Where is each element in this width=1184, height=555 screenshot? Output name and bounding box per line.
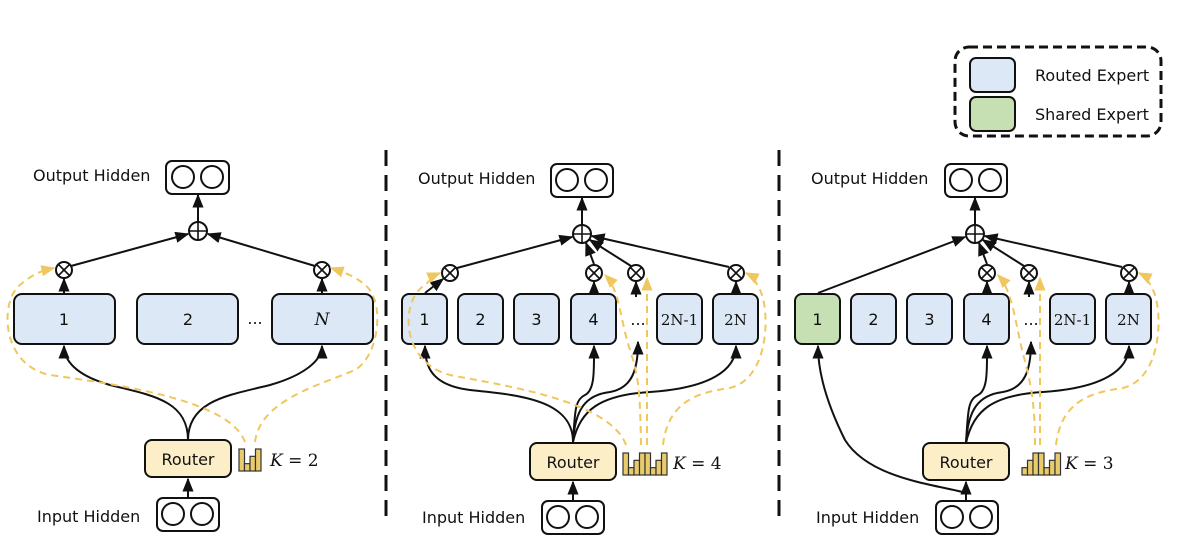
expert-box: 2 bbox=[136, 293, 239, 345]
output-hidden-label: Output Hidden bbox=[418, 169, 535, 188]
multiply-node bbox=[55, 261, 73, 279]
score-bar bbox=[1026, 459, 1034, 476]
score-bar bbox=[660, 452, 668, 476]
sum-node bbox=[965, 224, 985, 244]
router-label: Router bbox=[546, 453, 599, 472]
expert-label: 2 bbox=[475, 310, 485, 329]
ellipsis: ... bbox=[630, 310, 645, 329]
expert-label: 2N bbox=[1117, 311, 1140, 329]
expert-label: N bbox=[314, 310, 331, 330]
expert-label: 3 bbox=[924, 310, 934, 329]
panel-a: Output Hidden 1 bbox=[6, 160, 379, 532]
score-bar bbox=[254, 448, 262, 472]
output-hidden-label: Output Hidden bbox=[33, 166, 150, 185]
multiply-node bbox=[585, 264, 603, 282]
multiply-node bbox=[727, 264, 745, 282]
ellipsis: ... bbox=[1023, 310, 1038, 329]
router-box: Router bbox=[144, 439, 232, 478]
score-bar bbox=[655, 459, 663, 476]
score-bar bbox=[1043, 467, 1051, 476]
input-hidden-label: Input Hidden bbox=[816, 508, 919, 527]
score-bar bbox=[243, 463, 251, 472]
output-hidden-vector bbox=[550, 163, 614, 198]
expert-label: 3 bbox=[531, 310, 541, 329]
k-label: K = 4 bbox=[672, 454, 722, 474]
score-bar bbox=[638, 452, 646, 476]
panel-c: Output Hidden 1 2 3 4 2N-1 2N ... bbox=[794, 163, 1160, 535]
k-label: K = 3 bbox=[1064, 454, 1114, 474]
score-bar bbox=[1037, 452, 1045, 476]
input-hidden-vector bbox=[541, 500, 605, 535]
score-bar bbox=[249, 455, 257, 472]
legend-swatch-shared bbox=[969, 96, 1016, 132]
expert-label: 2 bbox=[183, 310, 193, 329]
expert-label: 4 bbox=[981, 310, 991, 329]
output-hidden-label: Output Hidden bbox=[811, 169, 928, 188]
expert-box: 2 bbox=[850, 293, 897, 345]
input-hidden-label: Input Hidden bbox=[422, 508, 525, 527]
output-hidden-vector bbox=[944, 163, 1008, 198]
legend-border bbox=[953, 45, 1163, 138]
score-bar bbox=[622, 452, 630, 476]
multiply-node bbox=[978, 264, 996, 282]
expert-box: 3 bbox=[906, 293, 953, 345]
score-bar bbox=[644, 452, 652, 476]
multiply-node bbox=[313, 261, 331, 279]
score-bar bbox=[238, 448, 246, 472]
legend-label-shared: Shared Expert bbox=[1035, 105, 1149, 124]
sum-node bbox=[572, 224, 592, 244]
expert-label: 2N bbox=[724, 311, 747, 329]
expert-box: 2N-1 bbox=[656, 293, 703, 345]
multiply-node bbox=[1020, 264, 1038, 282]
score-bar bbox=[1048, 459, 1056, 476]
router-box: Router bbox=[922, 442, 1010, 481]
expert-label: 1 bbox=[59, 310, 69, 329]
input-hidden-vector bbox=[935, 500, 999, 535]
input-hidden-label: Input Hidden bbox=[37, 507, 140, 526]
router-score-bars bbox=[1021, 452, 1062, 476]
expert-box: 2 bbox=[457, 293, 504, 345]
expert-box: 2N-1 bbox=[1049, 293, 1096, 345]
router-label: Router bbox=[939, 453, 992, 472]
expert-label: 4 bbox=[588, 310, 598, 329]
score-bar bbox=[627, 467, 635, 476]
legend-label-routed: Routed Expert bbox=[1035, 66, 1149, 85]
panel-b: Output Hidden 1 2 3 4 2N-1 2N ... bbox=[401, 163, 767, 535]
expert-box: 1 bbox=[401, 293, 448, 345]
multiply-node bbox=[441, 264, 459, 282]
score-bar bbox=[633, 459, 641, 476]
expert-label: 1 bbox=[812, 310, 822, 329]
legend-swatch-routed bbox=[969, 57, 1016, 93]
sum-node bbox=[188, 221, 208, 241]
score-bar bbox=[649, 467, 657, 476]
router-score-bars bbox=[238, 448, 262, 472]
input-hidden-vector bbox=[156, 497, 220, 532]
router-box: Router bbox=[529, 442, 617, 481]
expert-box: 4 bbox=[570, 293, 617, 345]
score-bar bbox=[1021, 467, 1029, 476]
expert-box: 4 bbox=[963, 293, 1010, 345]
expert-label: 2N-1 bbox=[661, 311, 698, 329]
expert-box: 2N bbox=[712, 293, 759, 345]
expert-label: 1 bbox=[419, 310, 429, 329]
multiply-node bbox=[1120, 264, 1138, 282]
expert-label: 2N-1 bbox=[1054, 311, 1091, 329]
multiply-node bbox=[627, 264, 645, 282]
expert-box: 2N bbox=[1105, 293, 1152, 345]
k-label: K = 2 bbox=[269, 451, 319, 471]
score-bar bbox=[1032, 452, 1040, 476]
router-label: Router bbox=[161, 450, 214, 469]
expert-box: N bbox=[271, 293, 374, 345]
expert-box: 3 bbox=[513, 293, 560, 345]
legend: Routed Expert Shared Expert bbox=[953, 45, 1163, 138]
router-score-bars bbox=[622, 452, 668, 476]
ellipsis: ... bbox=[247, 309, 262, 328]
output-hidden-vector bbox=[165, 160, 230, 195]
score-bar bbox=[1054, 452, 1062, 476]
shared-expert-box: 1 bbox=[794, 293, 841, 345]
expert-box: 1 bbox=[13, 293, 116, 345]
expert-label: 2 bbox=[868, 310, 878, 329]
